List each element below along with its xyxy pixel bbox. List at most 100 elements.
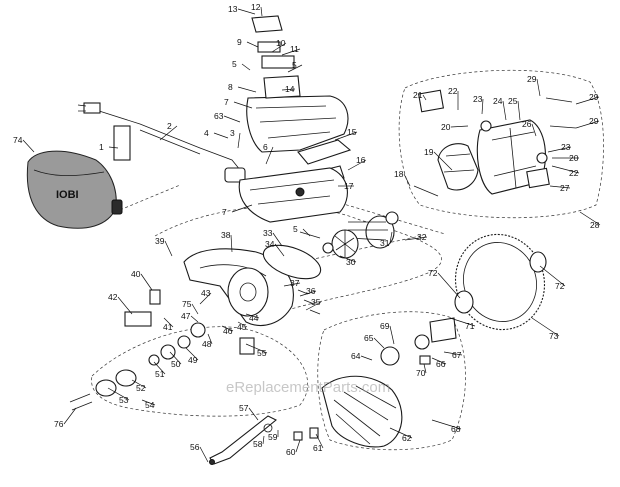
callout-leader [431,357,447,365]
callout-number: 50 [171,359,181,369]
callout-12: 12 [251,2,263,17]
callout-number: 37 [290,278,300,288]
callout-number: 33 [263,228,273,238]
callout-leader [230,234,233,253]
callout-1: 1 [99,142,119,152]
callout-30: 30 [339,255,357,267]
callout-number: 70 [416,368,426,378]
callout-leader [272,232,283,247]
callout-72: 72 [539,265,566,291]
callout-leader [246,41,259,48]
callout-leader [169,351,182,365]
callout-number: 25 [508,96,518,106]
callout-38: 38 [221,230,233,253]
callout-number: 4 [204,128,209,138]
callout-leader [190,315,199,323]
callout-70: 70 [416,363,427,378]
callout-leader [299,290,317,297]
callout-5: 5 [232,59,251,71]
callout-leader [237,321,248,328]
group-outline-base [154,205,442,317]
callout-23: 23 [547,142,572,153]
callout-number: 55 [257,348,267,358]
callout-63: 63 [214,111,241,123]
callout-number: 63 [214,111,224,121]
callout-number: 75 [182,299,192,309]
callout-number: 64 [351,351,361,361]
callout-number: 72 [555,281,565,291]
callout-number: 7 [224,97,229,107]
callout-leader [221,325,234,332]
callout-69: 69 [380,321,395,345]
callout-35: 35 [305,297,322,311]
callout-11: 11 [281,44,301,56]
callout-number: 5 [293,224,298,234]
callout-leader [185,347,199,361]
callout-65: 65 [364,333,385,349]
callout-number: 8 [228,82,233,92]
callout-number: 62 [402,433,412,443]
callout-leader [517,100,521,121]
callout-17: 17 [338,181,354,191]
callout-leader [431,419,462,430]
callout-number: 46 [223,326,233,336]
callout-29: 29 [527,74,541,97]
callout-24: 24 [493,96,507,121]
callout-number: 26 [522,119,532,129]
callout-5: 5 [293,224,311,237]
callout-leader [237,132,241,149]
callout-number: 38 [221,230,231,240]
callout-leader [63,407,77,425]
callout-61: 61 [313,433,324,453]
callout-leader [245,343,268,354]
callout-number: 68 [451,424,461,434]
callout-22: 22 [448,86,459,110]
callout-number: 60 [286,447,296,457]
callout-leader [334,131,358,141]
callout-leader [260,6,263,17]
callout-number: 57 [239,403,249,413]
callout-number: 58 [253,439,263,449]
callout-34: 34 [265,239,285,257]
callout-number: 19 [424,147,434,157]
callout-leader [531,317,560,337]
callout-number: 23 [561,142,571,152]
callout-number: 30 [346,257,356,267]
callout-leader [531,123,537,137]
dust-bag: IOBI [26,150,123,229]
callout-leader [248,407,259,421]
callout-number: 35 [311,297,321,307]
callout-14: 14 [281,84,296,94]
callout-number: 74 [13,135,23,145]
callout-54: 54 [141,399,156,410]
callout-leader [159,125,178,141]
callout-62: 62 [389,427,413,443]
callout-74: 74 [13,135,35,153]
callout-number: 44 [249,313,259,323]
callout-leader [287,64,303,73]
callout-46: 46 [221,325,234,336]
callout-59: 59 [268,430,279,442]
callout-leader [213,132,229,139]
callout-leader [502,100,507,121]
callout-leader [274,243,285,257]
callout-leader [437,272,461,299]
callout-37: 37 [283,278,301,288]
callout-leader [237,86,257,93]
callout-leader [22,139,35,153]
callout-75: 75 [182,299,199,315]
callout-leader [389,325,395,345]
callout-number: 67 [452,350,462,360]
callout-leader [481,98,484,115]
callout-39: 39 [155,236,173,257]
arbor-assembly [69,289,206,411]
callout-leader [237,8,256,15]
callout-number: 69 [380,321,390,331]
callout-23: 23 [473,94,484,115]
callout-number: 2 [167,121,172,131]
callout-29: 29 [575,116,600,129]
motor-housing-lower [238,167,348,223]
callout-leader [433,151,453,171]
callout-number: 29 [589,92,599,102]
